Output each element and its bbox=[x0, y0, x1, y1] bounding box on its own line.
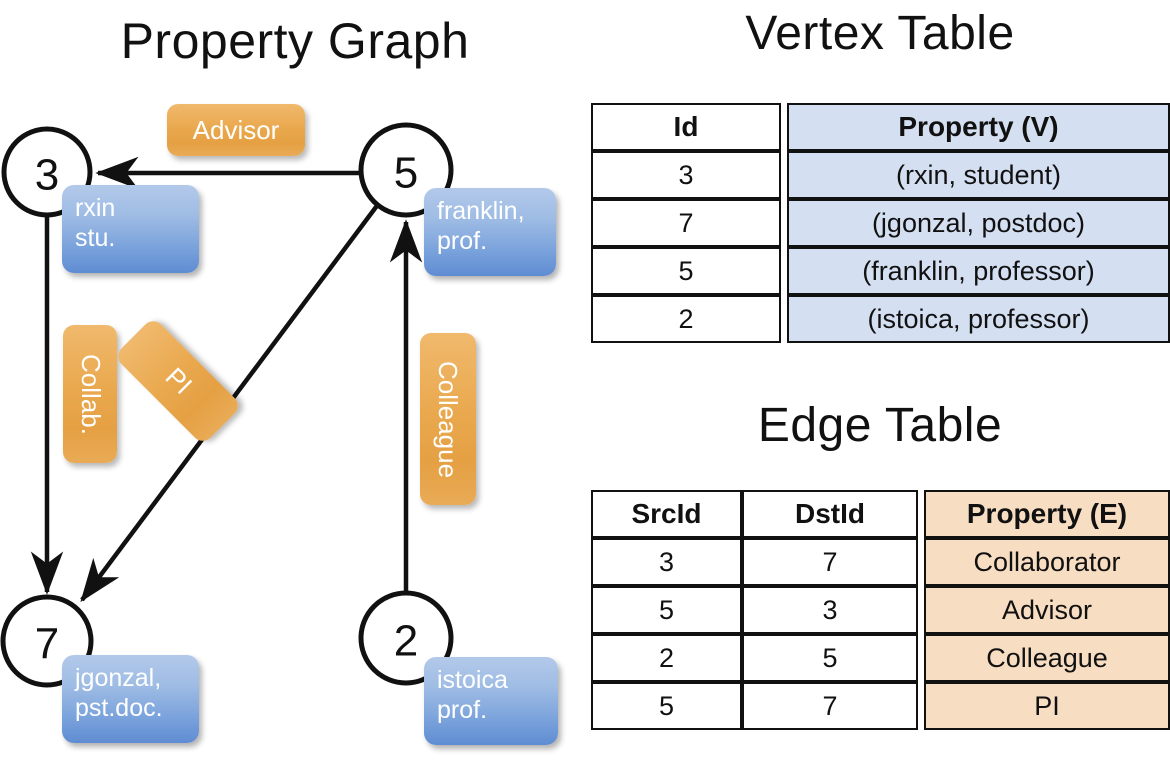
bubble-line-2: prof. bbox=[437, 695, 488, 724]
bubble-line-2: stu. bbox=[75, 223, 116, 252]
column-gap bbox=[781, 103, 787, 151]
node-label-7: 7 bbox=[35, 620, 59, 669]
table-row[interactable]: 5 3 Advisor bbox=[591, 586, 1170, 634]
vertex-table: Id Property (V) 3 (rxin, student) 7 (jgo… bbox=[591, 103, 1170, 343]
column-gap bbox=[918, 490, 924, 538]
column-gap bbox=[918, 586, 924, 634]
edge-cell-property: Collaborator bbox=[924, 538, 1170, 586]
edge-label-collab: Collab. bbox=[63, 325, 117, 463]
edge-cell-dstid: 5 bbox=[742, 634, 918, 682]
table-row[interactable]: 7 (jgonzal, postdoc) bbox=[591, 199, 1170, 247]
edge-cell-srcid: 5 bbox=[591, 682, 742, 730]
column-gap bbox=[918, 538, 924, 586]
edge-label-colleague: Colleague bbox=[420, 333, 476, 505]
table-row[interactable]: 5 7 PI bbox=[591, 682, 1170, 730]
vertex-header-property: Property (V) bbox=[787, 103, 1170, 151]
edge-label-text: Colleague bbox=[433, 360, 464, 478]
edge-cell-srcid: 3 bbox=[591, 538, 742, 586]
node-label-2: 2 bbox=[394, 617, 418, 666]
edge-cell-property: Advisor bbox=[924, 586, 1170, 634]
edge-cell-dstid: 7 bbox=[742, 682, 918, 730]
vertex-cell-property: (jgonzal, postdoc) bbox=[787, 199, 1170, 247]
edge-cell-srcid: 2 bbox=[591, 634, 742, 682]
edge-cell-dstid: 3 bbox=[742, 586, 918, 634]
node-property-bubble-7: jgonzal, pst.doc. bbox=[62, 655, 199, 743]
edge-cell-srcid: 5 bbox=[591, 586, 742, 634]
vertex-cell-property: (istoica, professor) bbox=[787, 295, 1170, 343]
table-row[interactable]: 5 (franklin, professor) bbox=[591, 247, 1170, 295]
bubble-line-1: franklin, bbox=[437, 197, 525, 225]
vertex-cell-id: 7 bbox=[591, 199, 781, 247]
table-header-row: SrcId DstId Property (E) bbox=[591, 490, 1170, 538]
edge-header-dstid: DstId bbox=[742, 490, 918, 538]
edge-label-text: Collab. bbox=[75, 353, 106, 435]
page-title-vertex-table: Vertex Table bbox=[745, 7, 1015, 60]
edge-cell-dstid: 7 bbox=[742, 538, 918, 586]
node-label-3: 3 bbox=[35, 151, 59, 200]
vertex-cell-id: 5 bbox=[591, 247, 781, 295]
column-gap bbox=[781, 295, 787, 343]
column-gap bbox=[918, 634, 924, 682]
bubble-line-1: jgonzal, bbox=[75, 664, 162, 692]
edge-label-text: PI bbox=[159, 361, 198, 400]
vertex-cell-property: (franklin, professor) bbox=[787, 247, 1170, 295]
column-gap bbox=[918, 682, 924, 730]
edge-header-srcid: SrcId bbox=[591, 490, 742, 538]
node-property-bubble-5: franklin, prof. bbox=[424, 188, 556, 276]
edge-table: SrcId DstId Property (E) 3 7 Collaborato… bbox=[591, 490, 1170, 730]
bubble-line-1: rxin bbox=[75, 194, 116, 222]
bubble-line-2: pst.doc. bbox=[75, 693, 163, 722]
edge-cell-property: PI bbox=[924, 682, 1170, 730]
table-header-row: Id Property (V) bbox=[591, 103, 1170, 151]
node-label-5: 5 bbox=[394, 149, 418, 198]
vertex-cell-id: 3 bbox=[591, 151, 781, 199]
edge-cell-property: Colleague bbox=[924, 634, 1170, 682]
column-gap bbox=[781, 247, 787, 295]
node-property-bubble-2: istoica prof. bbox=[424, 657, 558, 745]
edge-header-property: Property (E) bbox=[924, 490, 1170, 538]
table-row[interactable]: 2 (istoica, professor) bbox=[591, 295, 1170, 343]
bubble-line-1: istoica bbox=[437, 666, 508, 694]
column-gap bbox=[781, 199, 787, 247]
page-title-property-graph: Property Graph bbox=[120, 13, 470, 69]
table-row[interactable]: 3 7 Collaborator bbox=[591, 538, 1170, 586]
node-property-bubble-3: rxin stu. bbox=[62, 185, 199, 273]
column-gap bbox=[781, 151, 787, 199]
vertex-cell-id: 2 bbox=[591, 295, 781, 343]
table-row[interactable]: 3 (rxin, student) bbox=[591, 151, 1170, 199]
vertex-header-id: Id bbox=[591, 103, 781, 151]
page-title-edge-table: Edge Table bbox=[757, 399, 1003, 452]
vertex-cell-property: (rxin, student) bbox=[787, 151, 1170, 199]
edge-label-advisor: Advisor bbox=[167, 104, 305, 156]
bubble-line-2: prof. bbox=[437, 226, 488, 255]
table-row[interactable]: 2 5 Colleague bbox=[591, 634, 1170, 682]
edge-label-text: Advisor bbox=[192, 114, 280, 145]
